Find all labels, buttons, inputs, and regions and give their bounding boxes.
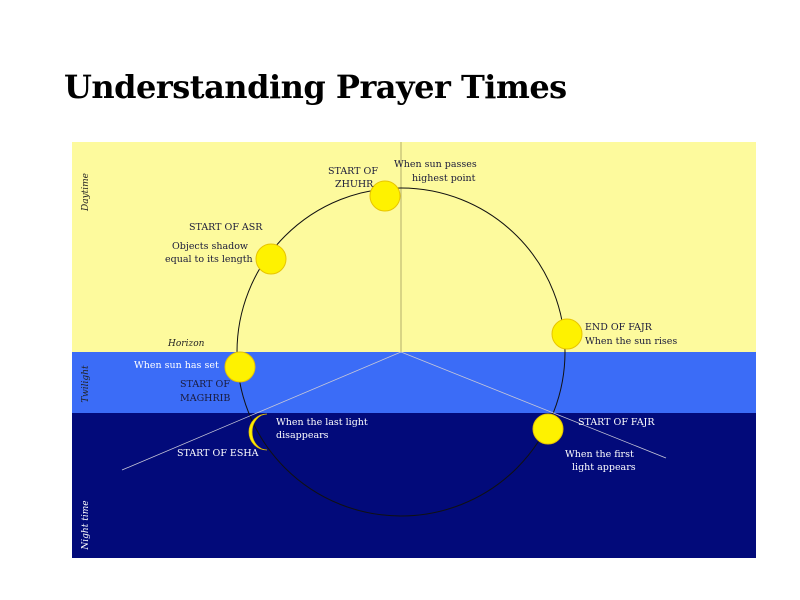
page-title: Understanding Prayer Times [64, 68, 567, 106]
esha-angle-line [121, 351, 402, 471]
fajr-start-desc-line1: When the first [565, 449, 634, 460]
esha-desc-line2: disappears [276, 430, 329, 441]
asr-desc-line2: equal to its length [165, 254, 253, 265]
maghrib-sun-icon [224, 351, 256, 383]
esha-desc-line1: When the last light [276, 417, 368, 428]
zuhr-sun-icon [369, 180, 401, 212]
night-time-label: Night time [81, 500, 91, 550]
zuhr-desc-line2: highest point [412, 173, 476, 184]
asr-desc-line1: Objects shadow [172, 241, 248, 252]
daytime-band [72, 142, 756, 352]
fajr-angle-line [400, 351, 667, 459]
fajr-start-desc-line2: light appears [572, 462, 636, 473]
asr-name: START OF ASR [189, 222, 263, 233]
fajr-end-sun-icon [551, 318, 583, 350]
asr-sun-icon [255, 243, 287, 275]
twilight-band [72, 352, 756, 413]
fajr-start-name: START OF FAJR [578, 417, 655, 428]
horizon-label: Horizon [167, 339, 205, 349]
night-band [72, 413, 756, 558]
esha-name: START OF ESHA [177, 448, 259, 459]
zuhr-desc-line1: When sun passes [394, 159, 477, 170]
daytime-label: Daytime [81, 173, 91, 212]
twilight-label: Twilight [81, 365, 91, 403]
zuhr-name-line1: START OF [328, 166, 378, 177]
maghrib-name-line1: START OF [180, 379, 230, 390]
fajr-start-sun-icon [532, 413, 564, 445]
fajr-end-name: END OF FAJR [585, 322, 653, 333]
zuhr-name-line2: ZHUHR [335, 179, 374, 190]
maghrib-desc: When sun has set [134, 360, 219, 371]
crescent-moon-icon [248, 413, 268, 451]
fajr-end-desc: When the sun rises [585, 336, 677, 347]
maghrib-name-line2: MAGHRIB [180, 393, 230, 404]
